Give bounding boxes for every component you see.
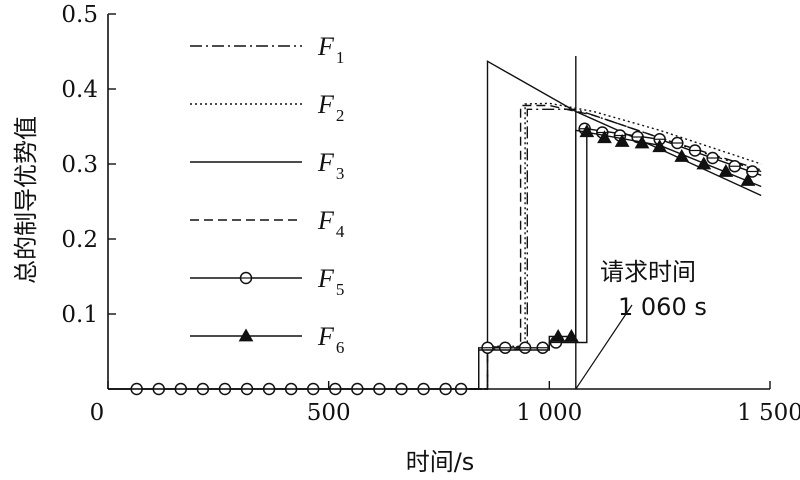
legend-entry-subscript: 4 bbox=[336, 222, 345, 241]
x-tick-label: 0 bbox=[90, 400, 105, 426]
series-line bbox=[469, 104, 762, 390]
legend-entry-subscript: 2 bbox=[336, 106, 345, 125]
x-tick-label: 500 bbox=[307, 400, 351, 426]
data-point-triangle bbox=[564, 328, 579, 342]
axes: 0.1 0.2 0.3 0.4 0.5 0 500 1 000 1 500 bbox=[61, 2, 800, 426]
series-F4 bbox=[469, 104, 762, 390]
x-tick-label: 1 500 bbox=[737, 400, 800, 426]
series-line bbox=[469, 60, 762, 390]
series-F6 bbox=[108, 124, 762, 390]
request-time-leader bbox=[575, 304, 633, 390]
data-point-triangle bbox=[696, 156, 712, 170]
y-tick-label: 0.1 bbox=[61, 302, 98, 328]
series-line bbox=[108, 129, 762, 390]
data-point-triangle bbox=[614, 133, 630, 147]
annotation-value-label: 1 060 s bbox=[618, 293, 707, 321]
y-tick-label: 0.5 bbox=[61, 2, 98, 28]
y-tick-label: 0.4 bbox=[61, 77, 98, 103]
data-point-triangle bbox=[550, 328, 566, 342]
data-point-triangle bbox=[634, 135, 650, 149]
data-point-triangle bbox=[238, 328, 254, 342]
data-point-triangle bbox=[718, 163, 734, 177]
y-tick-label: 0.2 bbox=[61, 227, 98, 253]
legend-entry-subscript: 3 bbox=[336, 164, 345, 183]
y-axis-title: 总的制导优势值 bbox=[12, 116, 40, 284]
series-line bbox=[469, 108, 762, 390]
series-F3 bbox=[469, 60, 762, 390]
series-F1 bbox=[469, 108, 762, 390]
data-point-triangle bbox=[579, 124, 595, 138]
annotation: 请求时间 1 060 s bbox=[575, 56, 707, 390]
data-point-triangle bbox=[674, 148, 690, 162]
annotation-label: 请求时间 bbox=[600, 258, 696, 286]
legend-entry-subscript: 1 bbox=[336, 48, 345, 67]
plot-area bbox=[108, 60, 762, 396]
data-point-triangle bbox=[597, 130, 612, 144]
legend-entry-subscript: 6 bbox=[336, 338, 345, 357]
y-tick-label: 0.3 bbox=[61, 152, 98, 178]
data-point-triangle bbox=[652, 139, 668, 153]
legend-entry-subscript: 5 bbox=[336, 280, 345, 299]
x-tick-label: 1 000 bbox=[516, 400, 582, 426]
x-axis-title: 时间/s bbox=[406, 448, 475, 476]
data-point-triangle bbox=[740, 172, 756, 186]
